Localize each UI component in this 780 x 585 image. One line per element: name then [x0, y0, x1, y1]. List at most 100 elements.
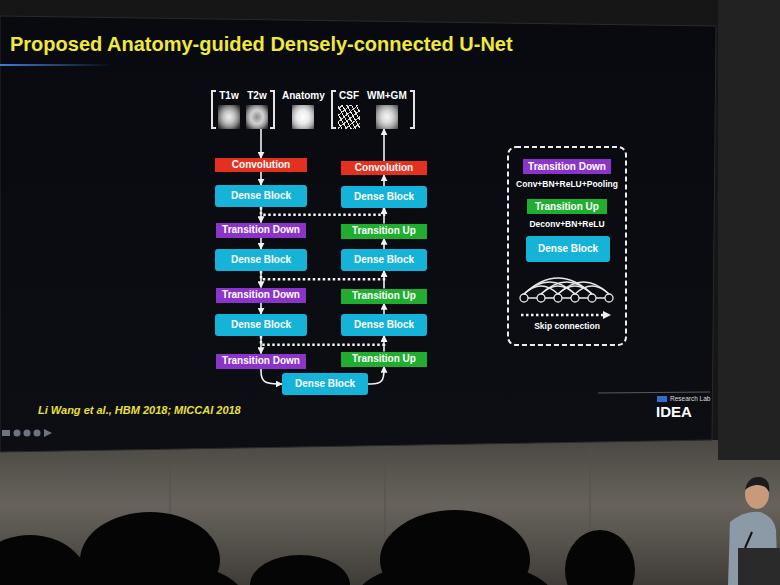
flow-arrow [383, 129, 385, 161]
legend-box-label: Dense Block [538, 243, 598, 255]
nav-icon [2, 430, 10, 436]
scan-thumbnail [376, 105, 398, 129]
audience-body [55, 560, 245, 585]
flow-arrow [383, 304, 385, 315]
layer-dot [571, 294, 579, 302]
legend-box: Transition Up [527, 199, 607, 214]
nav-icon [34, 430, 41, 437]
bracket-group: CSF WM+GM [331, 90, 415, 129]
image-label: CSF [338, 90, 360, 102]
citation: Li Wang et al., HBM 2018; MICCAI 2018 [38, 404, 241, 416]
layer-label: Convolution [232, 159, 290, 171]
layer-label: Transition Down [222, 289, 300, 301]
microphone [745, 532, 752, 548]
convolution-layer: Convolution [341, 161, 427, 175]
scan-item: CSF [338, 90, 360, 129]
legend-description: Conv+BN+ReLU+Pooling [516, 179, 618, 189]
layer-label: Dense Block [354, 191, 414, 203]
legend-box-label: Transition Up [535, 201, 599, 213]
bracket-group: T1w T2w [211, 90, 275, 129]
dense-arc [558, 282, 609, 294]
layer-label: Dense Block [231, 319, 291, 331]
transition-down: Transition Down [216, 354, 306, 369]
flow-arrow [261, 369, 282, 385]
transition-up: Transition Up [341, 289, 427, 304]
bracket [410, 90, 415, 129]
dense-connectivity-icon [520, 278, 613, 302]
scan-item: T2w [246, 90, 268, 129]
nav-icon [44, 429, 52, 437]
layer-label: Transition Up [352, 290, 416, 302]
skip-connection [261, 207, 384, 215]
scan-item: Anatomy [281, 90, 326, 129]
legend-box: Transition Down [523, 159, 611, 174]
layer-dot [554, 294, 562, 302]
layer-dot [520, 294, 528, 302]
dense-block: Dense Block [215, 249, 307, 271]
scan-item: T1w [218, 90, 240, 129]
image-label: WM+GM [366, 90, 408, 102]
nav-icon [24, 430, 31, 437]
scan-thumbnail [338, 105, 360, 129]
layer-label: Convolution [355, 162, 413, 174]
transition-down: Transition Down [216, 223, 306, 238]
projection-screen [0, 16, 716, 452]
logo-mark [657, 396, 667, 402]
legend-transition-up: Transition Up Deconv+BN+ReLU [527, 199, 607, 229]
dense-block: Dense Block [341, 186, 427, 208]
legend-box: Dense Block [526, 236, 610, 262]
podium [738, 548, 780, 585]
presenter-hair [745, 477, 769, 492]
dense-block: Dense Block [341, 314, 427, 336]
layer-label: Dense Block [354, 319, 414, 331]
legend-caption: Skip connection [534, 321, 600, 331]
slide-title: Proposed Anatomy-guided Densely-connecte… [10, 33, 513, 56]
dense-arc [524, 278, 592, 294]
skip-sample-head [603, 311, 611, 319]
layer-label: Transition Down [222, 355, 300, 367]
flow-arrow [383, 175, 385, 186]
layer-label: Transition Up [352, 225, 416, 237]
slide-rule [598, 392, 710, 393]
scan-thumbnail [292, 105, 314, 129]
title-underline [0, 64, 112, 66]
convolution-layer: Convolution [215, 158, 307, 172]
legend-dense-block: Dense Block [526, 236, 610, 262]
scan-item: WM+GM [366, 90, 408, 129]
image-label: T2w [246, 90, 267, 102]
flow-arrow [260, 303, 262, 315]
flow-arrow [368, 367, 384, 385]
legend-description: Deconv+BN+ReLU [529, 219, 604, 229]
skip-connection [261, 336, 384, 345]
layer-label: Transition Up [352, 353, 416, 365]
skip-connection [261, 271, 384, 279]
scan-thumbnail [218, 105, 240, 129]
layer-dot [605, 294, 613, 302]
dense-block: Dense Block [215, 185, 307, 207]
input-images: T1w T2w Anatomy [211, 90, 326, 129]
audience-head [565, 530, 635, 585]
flow-arrow [260, 238, 262, 250]
transition-up: Transition Up [341, 224, 427, 239]
layer-dot [537, 294, 545, 302]
scan-thumbnail [246, 105, 268, 129]
bracket [270, 90, 275, 129]
bracket [211, 90, 216, 129]
audience-head [250, 555, 350, 585]
presenter [728, 477, 780, 585]
chain-line [528, 297, 605, 298]
legend-box-label: Transition Down [528, 161, 606, 173]
layer-label: Dense Block [231, 190, 291, 202]
skip-sample-line [521, 314, 603, 317]
flow-arrow [260, 336, 262, 354]
bottleneck-dense-block: Dense Block [282, 373, 368, 395]
bracket [331, 90, 336, 129]
side-wall [718, 0, 780, 460]
audience-body [355, 560, 555, 585]
flow-arrow [383, 239, 385, 250]
layer-label: Dense Block [231, 254, 291, 266]
layer-label: Dense Block [354, 254, 414, 266]
